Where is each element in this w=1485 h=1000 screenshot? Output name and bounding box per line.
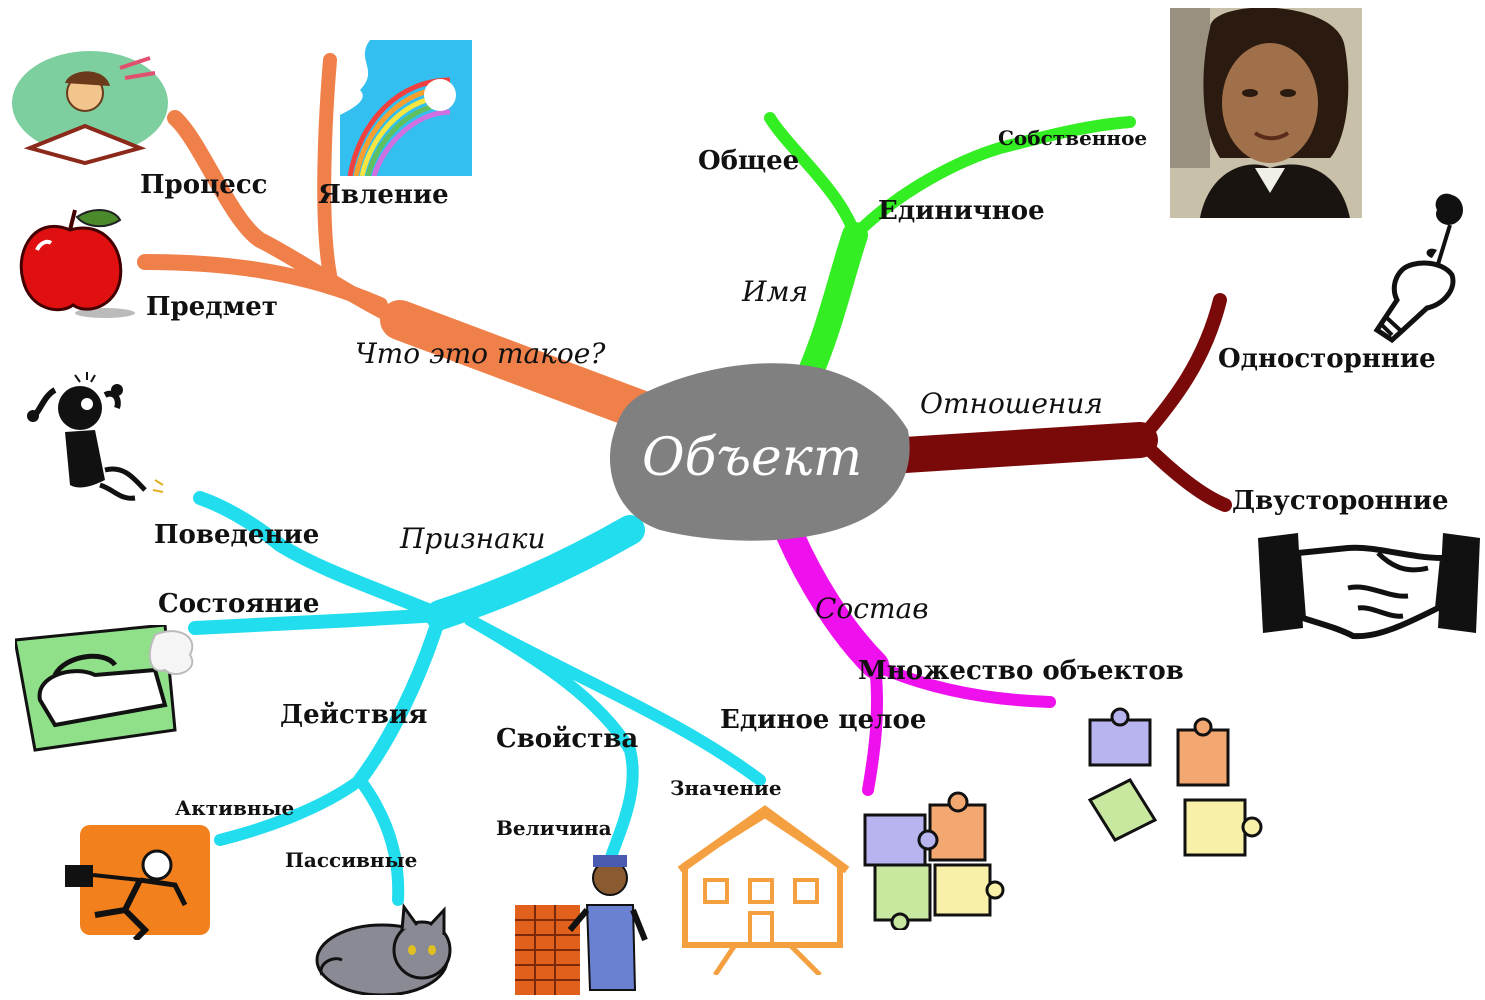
rainbow-icon — [340, 40, 472, 176]
leaf-label-active: Активные — [175, 796, 295, 820]
branch-label-name: Имя — [742, 275, 809, 308]
jumping-figure-icon — [27, 372, 164, 501]
branch-label-features: Признаки — [400, 522, 546, 555]
cat-icon — [315, 902, 452, 995]
running-man-icon — [65, 825, 210, 940]
puzzle-scattered-icon — [1087, 707, 1263, 857]
puzzle-icon — [863, 791, 1005, 930]
branch-name — [764, 112, 1136, 398]
leaf-label-process: Процесс — [140, 170, 268, 200]
center-blob — [609, 363, 910, 541]
leaf-label-actions: Действия — [280, 700, 428, 730]
leaf-label-proper: Собственное — [998, 126, 1148, 150]
branch-label-composition: Состав — [815, 592, 929, 625]
branch-what — [137, 53, 660, 430]
leaf-label-set: Множество объектов — [858, 656, 1184, 686]
leaf-label-passive: Пассивные — [285, 848, 418, 872]
leaf-label-item: Предмет — [146, 292, 278, 322]
portrait-icon — [1170, 8, 1362, 218]
book-girl-icon — [12, 51, 168, 166]
handshake-icon — [1258, 533, 1480, 640]
bricklayer-icon — [515, 855, 648, 995]
leaf-label-properties: Свойства — [496, 724, 639, 754]
rose-hand-icon — [1373, 193, 1464, 344]
leaf-label-state: Состояние — [158, 589, 320, 619]
branch-label-what: Что это такое? — [355, 337, 606, 370]
branch-features — [188, 491, 766, 906]
iron-icon — [15, 625, 194, 752]
leaf-label-magnitude: Величина — [496, 816, 612, 840]
leaf-label-behavior: Поведение — [154, 520, 320, 550]
apple-icon — [19, 209, 135, 318]
leaf-label-one-way: Односторнние — [1218, 344, 1436, 374]
leaf-label-phenomenon: Явление — [318, 180, 449, 210]
house-icon — [677, 805, 850, 975]
center-label: Объект — [642, 428, 863, 488]
leaf-label-single: Единичное — [878, 196, 1045, 226]
branch-label-relations: Отношения — [920, 387, 1103, 420]
leaf-label-value: Значение — [670, 776, 782, 800]
leaf-label-common: Общее — [698, 146, 800, 176]
leaf-label-whole: Единое целое — [720, 705, 927, 735]
branch-composition — [776, 521, 1056, 796]
branch-relations — [887, 293, 1232, 512]
leaf-label-two-way: Двусторонние — [1232, 486, 1449, 516]
